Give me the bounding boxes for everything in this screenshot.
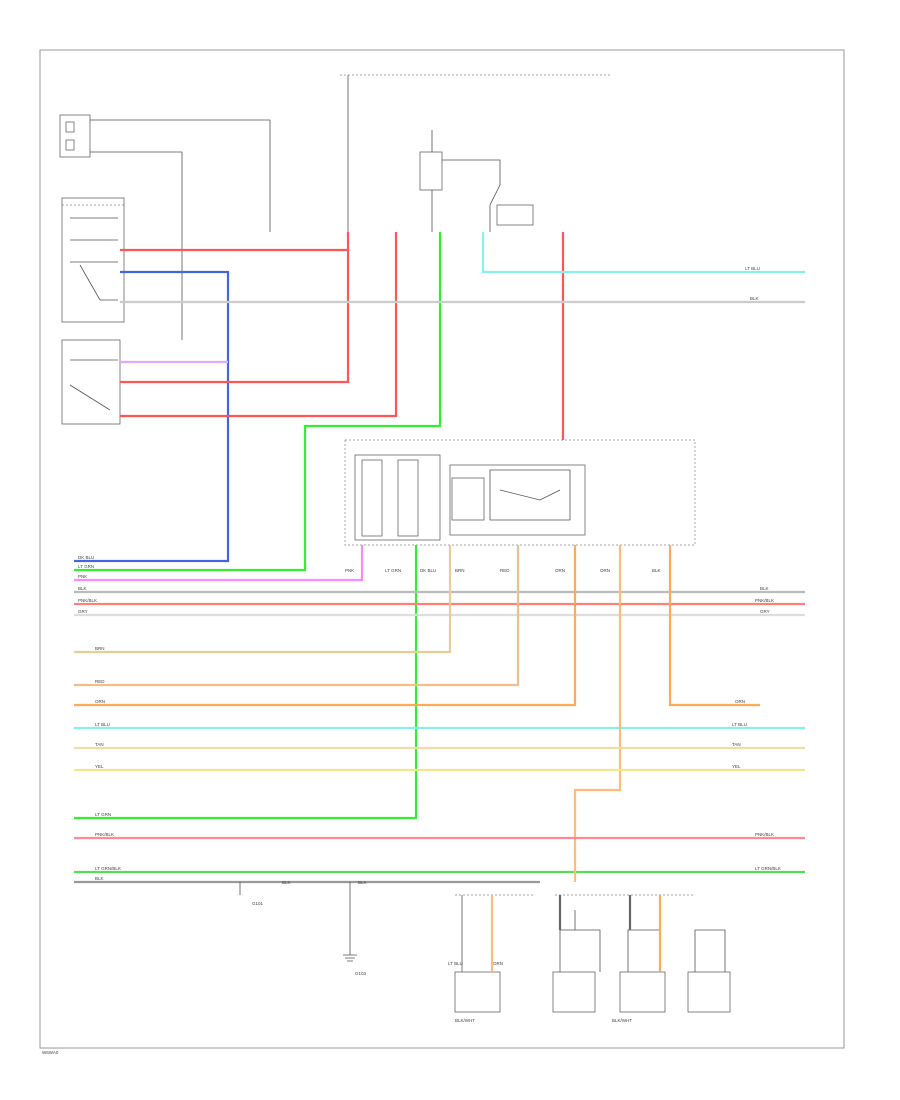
right-wire-label: PNK/BLK <box>755 832 774 837</box>
left-wire-label: LT GRN <box>95 812 111 817</box>
sensor-array-1 <box>552 971 596 1013</box>
left-wire-label: GRY <box>78 609 88 614</box>
left-wire-label: BRN <box>95 646 105 651</box>
ground-label: G103 <box>355 971 367 976</box>
fuse-block <box>419 151 443 191</box>
left-wire-label: PNK/BLK <box>95 832 114 837</box>
wire-lt-grn-lower <box>74 545 418 820</box>
left-wire-label: LT BLU <box>95 722 110 727</box>
module-pin-label: LT GRN <box>385 568 401 573</box>
module-pin-label: RED <box>500 568 510 573</box>
right-wire-label: ORN <box>735 699 745 704</box>
bottom-wire-label: BLK <box>282 880 291 885</box>
sensor-array-2 <box>619 971 666 1013</box>
left-wire-label: PNK <box>78 574 87 579</box>
wire-brn <box>74 545 452 654</box>
sensor-left <box>454 971 501 1013</box>
module-pin-label: PNK <box>345 568 354 573</box>
switch-block-lower <box>61 339 121 425</box>
diagram-frame <box>39 49 845 1049</box>
wire-pnk <box>74 545 364 582</box>
left-wire-label: LT GRN/BLK <box>95 866 121 871</box>
control-module-outline <box>344 439 696 546</box>
bottom-wire-label: BLK <box>358 880 367 885</box>
right-wire-label: BLK <box>760 586 769 591</box>
control-module-inner-left <box>354 454 441 541</box>
wire-lt-grn-upper <box>74 232 442 572</box>
right-wire-label: LT GRN/BLK <box>755 866 781 871</box>
wire-red-2 <box>120 232 350 384</box>
left-wire-label: LT GRN <box>78 564 94 569</box>
bottom-wire-label: LT BLU <box>448 961 463 966</box>
module-pin-label: BRN <box>455 568 465 573</box>
module-pin-label: ORN <box>600 568 610 573</box>
ground-g103 <box>343 954 357 962</box>
control-module-relay <box>449 464 586 536</box>
sensor-array-3 <box>687 971 731 1013</box>
right-wire-label: LT BLU <box>745 266 760 271</box>
left-wire-label: TAN <box>95 742 104 747</box>
left-wire-label: BLK <box>95 876 104 881</box>
wire-orn-3 <box>573 545 622 882</box>
left-wire-label: ORN <box>95 699 105 704</box>
switch-block-upper <box>61 197 125 323</box>
right-wire-label: TAN <box>732 742 741 747</box>
wire-orn-2 <box>668 545 760 707</box>
component-top-left <box>59 114 91 158</box>
right-wire-label: PNK/BLK <box>755 598 774 603</box>
sensor-label: BLK/WHT <box>612 1018 632 1023</box>
right-wire-label: BLK <box>750 296 759 301</box>
right-wire-label: GRY <box>760 609 770 614</box>
wire-orn-1 <box>74 545 577 707</box>
wire-lt-blu-upper <box>481 232 805 274</box>
bottom-wire-label: ORN <box>493 961 503 966</box>
ground-label: G101 <box>252 901 264 906</box>
module-pin-label: DK BLU <box>420 568 436 573</box>
wire-red-tan <box>74 545 520 687</box>
left-wire-label: BLK <box>78 586 87 591</box>
left-wire-label: DK BLU <box>78 555 94 560</box>
left-wire-label: PNK/BLK <box>78 598 97 603</box>
footer-id: W6WA0 <box>42 1050 59 1055</box>
module-pin-label: BLK <box>652 568 661 573</box>
wire-red-3 <box>120 232 398 418</box>
right-wire-label: YEL <box>732 764 741 769</box>
left-wire-label: RED <box>95 679 105 684</box>
right-wire-label: LT BLU <box>732 722 747 727</box>
left-wire-label: YEL <box>95 764 104 769</box>
module-pin-label: ORN <box>555 568 565 573</box>
sensor-label: BLK/WHT <box>455 1018 475 1023</box>
